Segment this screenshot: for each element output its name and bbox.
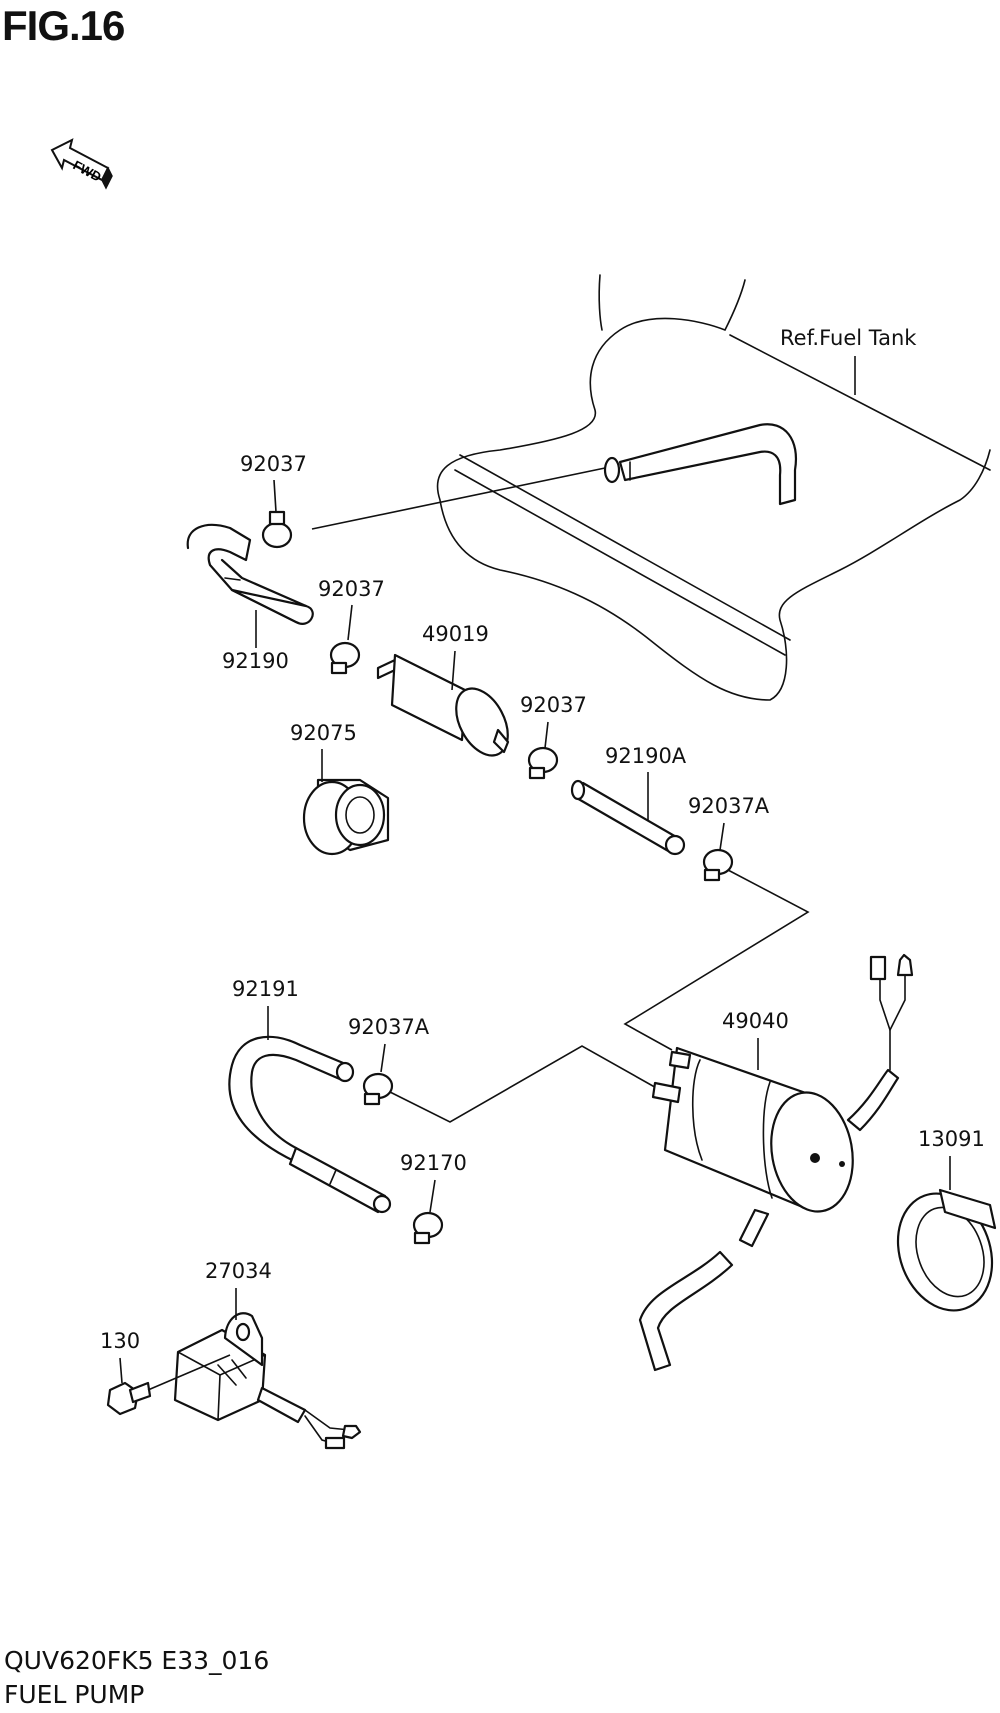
part-92170[interactable]: 92170	[400, 1151, 467, 1245]
callout-92037-b: 92037	[318, 577, 385, 601]
part-49019[interactable]: 49019	[376, 622, 518, 764]
part-13091[interactable]: 13091	[882, 1127, 1000, 1324]
part-92190a[interactable]: 92190A	[570, 744, 687, 856]
figure-code: QUV620FK5 E33_016	[4, 1646, 270, 1675]
fuel-tank-outline: Ref.Fuel Tank	[436, 274, 991, 701]
fwd-arrow-icon: FWD	[50, 138, 113, 190]
part-92037-c[interactable]: 92037	[520, 693, 587, 780]
callout-92075: 92075	[290, 721, 357, 745]
callout-92170: 92170	[400, 1151, 467, 1175]
callout-92037a-b: 92037A	[348, 1015, 430, 1039]
part-49040[interactable]: 49040	[638, 953, 914, 1372]
part-92037a-b[interactable]: 92037A	[348, 1015, 430, 1106]
callout-92037-a: 92037	[240, 452, 307, 476]
callout-92191: 92191	[232, 977, 299, 1001]
part-92075[interactable]: 92075	[290, 721, 390, 856]
ref-fuel-tank-label: Ref.Fuel Tank	[780, 326, 917, 350]
callout-92190: 92190	[222, 649, 289, 673]
callout-27034: 27034	[205, 1259, 272, 1283]
part-27034[interactable]: 27034	[173, 1259, 362, 1450]
callout-130: 130	[100, 1329, 140, 1353]
callout-92037a-a: 92037A	[688, 794, 770, 818]
part-92190[interactable]: 92190	[186, 523, 314, 673]
figure-name: FUEL PUMP	[4, 1680, 145, 1709]
callout-92037-c: 92037	[520, 693, 587, 717]
part-92037a-a[interactable]: 92037A	[688, 794, 770, 882]
part-92037-a[interactable]: 92037	[240, 452, 307, 549]
callout-49019: 49019	[422, 622, 489, 646]
callout-92190a: 92190A	[605, 744, 687, 768]
fwd-label: FWD	[71, 157, 104, 184]
part-130[interactable]: 130	[100, 1329, 231, 1416]
part-92037-b[interactable]: 92037	[318, 577, 385, 675]
figure-title: FIG.16	[2, 2, 125, 49]
callout-13091: 13091	[918, 1127, 985, 1151]
callout-49040: 49040	[722, 1009, 789, 1033]
part-92191[interactable]: 92191	[228, 977, 392, 1214]
